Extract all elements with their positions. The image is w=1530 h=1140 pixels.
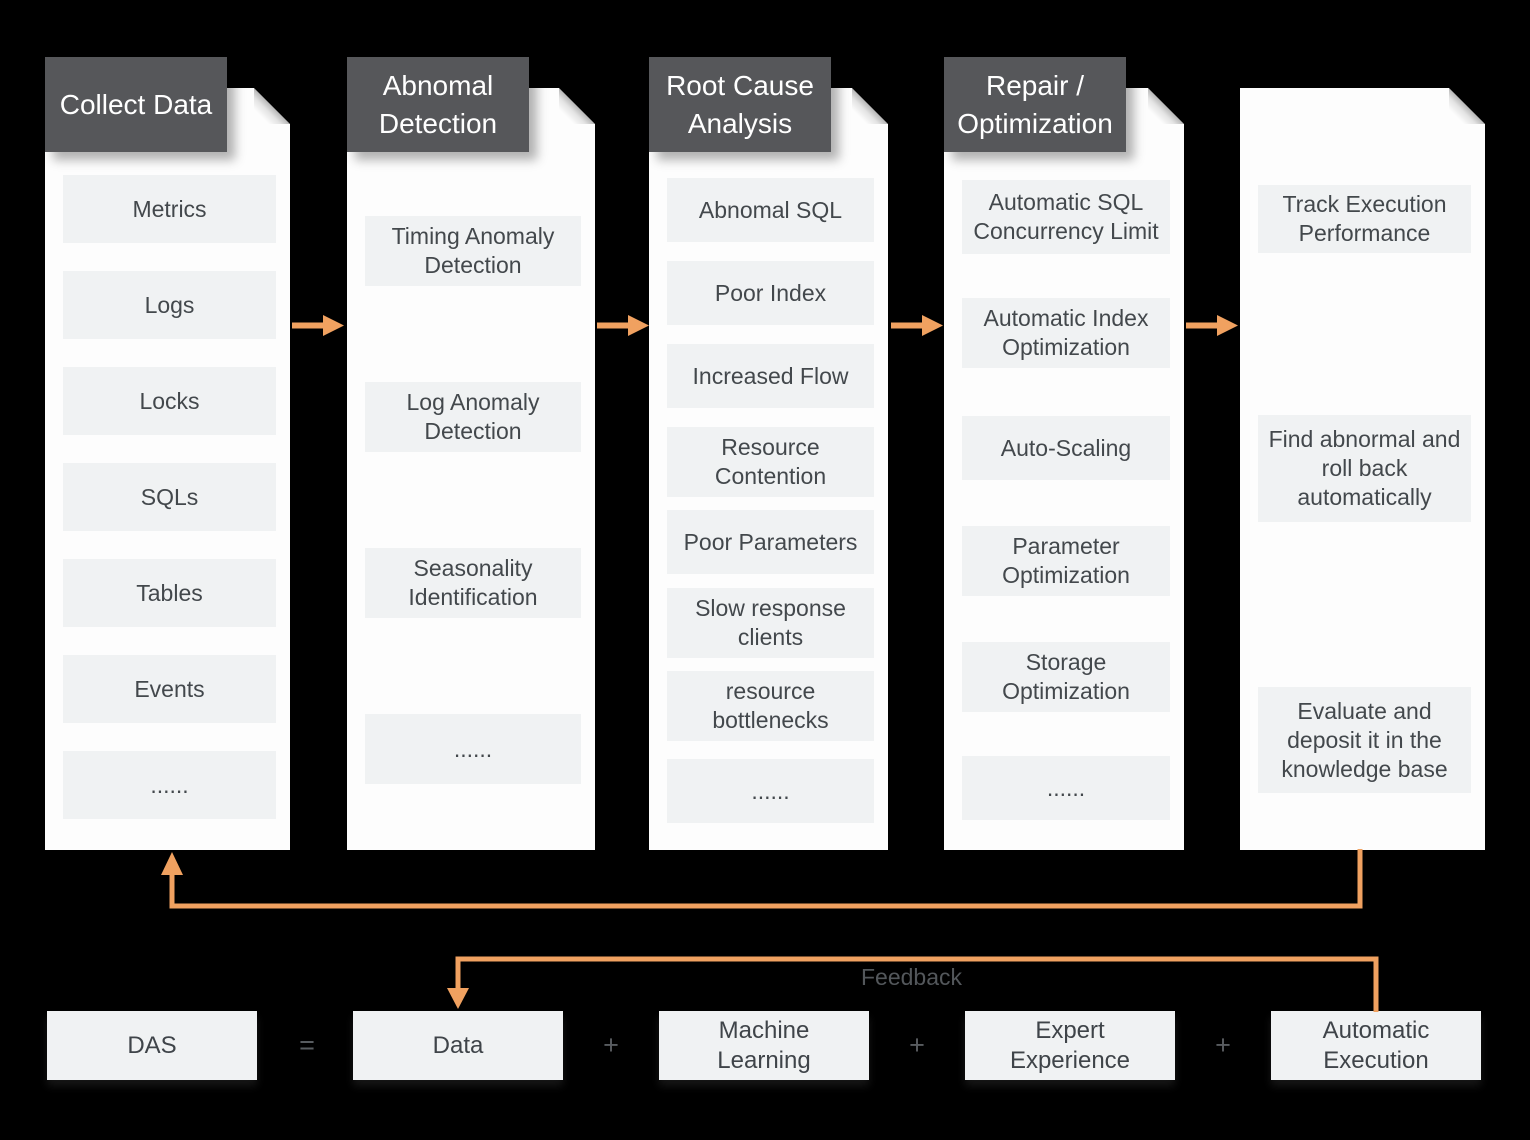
folded-corner-icon <box>559 88 595 124</box>
item-timing-anomaly-detection: Timing Anomaly Detection <box>365 216 581 286</box>
flow-arrow-rootcause-to-repair <box>891 315 943 336</box>
item-poor-parameters: Poor Parameters <box>667 510 874 574</box>
item-evaluate-knowledge-base: Evaluate and deposit it in the knowledge… <box>1258 687 1471 793</box>
folded-corner-icon <box>1449 88 1485 124</box>
panel-repair-optimization: Automatic SQL Concurrency Limit Automati… <box>944 88 1184 850</box>
equation-term-machine-learning: Machine Learning <box>659 1011 869 1080</box>
flow-arrow-detection-to-rootcause <box>597 315 649 336</box>
item-resource-bottlenecks: resource bottlenecks <box>667 671 874 741</box>
folded-corner-icon <box>852 88 888 124</box>
panel-collect-data: Metrics Logs Locks SQLs Tables Events ..… <box>45 88 290 850</box>
item-track-execution-performance: Track Execution Performance <box>1258 185 1471 253</box>
plus-sign: + <box>603 1029 619 1060</box>
item-events: Events <box>63 655 276 723</box>
item-metrics: Metrics <box>63 175 276 243</box>
item-automatic-sql-concurrency-limit: Automatic SQL Concurrency Limit <box>962 180 1170 254</box>
item-log-anomaly-detection: Log Anomaly Detection <box>365 382 581 452</box>
item-automatic-index-optimization: Automatic Index Optimization <box>962 298 1170 368</box>
item-parameter-optimization: Parameter Optimization <box>962 526 1170 596</box>
item-sqls: SQLs <box>63 463 276 531</box>
feedback-label: Feedback <box>861 964 963 990</box>
item-auto-scaling: Auto-Scaling <box>962 416 1170 480</box>
item-poor-index: Poor Index <box>667 261 874 325</box>
item-locks: Locks <box>63 367 276 435</box>
equation-term-data: Data <box>353 1011 563 1080</box>
column-header-repair-optimization: Repair / Optimization <box>944 57 1126 152</box>
panel-root-cause-analysis: Abnomal SQL Poor Index Increased Flow Re… <box>649 88 888 850</box>
feedback-line-to-collect-data <box>161 849 1363 909</box>
item-storage-optimization: Storage Optimization <box>962 642 1170 712</box>
column-header-collect-data: Collect Data <box>45 57 227 152</box>
plus-sign: + <box>1215 1029 1231 1060</box>
item-tables: Tables <box>63 559 276 627</box>
panel-execution-tracking: Track Execution Performance Find abnorma… <box>1240 88 1485 850</box>
item-seasonality-identification: Seasonality Identification <box>365 548 581 618</box>
item-ellipsis: ...... <box>962 756 1170 820</box>
folded-corner-icon <box>254 88 290 124</box>
equation-term-das: DAS <box>47 1011 257 1080</box>
equals-sign: = <box>299 1029 315 1060</box>
item-ellipsis: ...... <box>63 751 276 819</box>
column-header-root-cause-analysis: Root Cause Analysis <box>649 57 831 152</box>
plus-sign: + <box>909 1029 925 1060</box>
item-ellipsis: ...... <box>667 759 874 823</box>
item-resource-contention: Resource Contention <box>667 427 874 497</box>
panel-abnormal-detection: Timing Anomaly Detection Log Anomaly Det… <box>347 88 595 850</box>
item-ellipsis: ...... <box>365 714 581 784</box>
item-logs: Logs <box>63 271 276 339</box>
item-abnormal-sql: Abnomal SQL <box>667 178 874 242</box>
column-header-abnormal-detection: Abnomal Detection <box>347 57 529 152</box>
equation-term-expert-experience: Expert Experience <box>965 1011 1175 1080</box>
equation-term-automatic-execution: Automatic Execution <box>1271 1011 1481 1080</box>
flow-arrow-collect-to-detection <box>292 315 344 336</box>
flow-arrow-repair-to-execution <box>1186 315 1238 336</box>
item-increased-flow: Increased Flow <box>667 344 874 408</box>
folded-corner-icon <box>1148 88 1184 124</box>
item-find-abnormal-rollback: Find abnormal and roll back automaticall… <box>1258 415 1471 522</box>
item-slow-response-clients: Slow response clients <box>667 588 874 658</box>
